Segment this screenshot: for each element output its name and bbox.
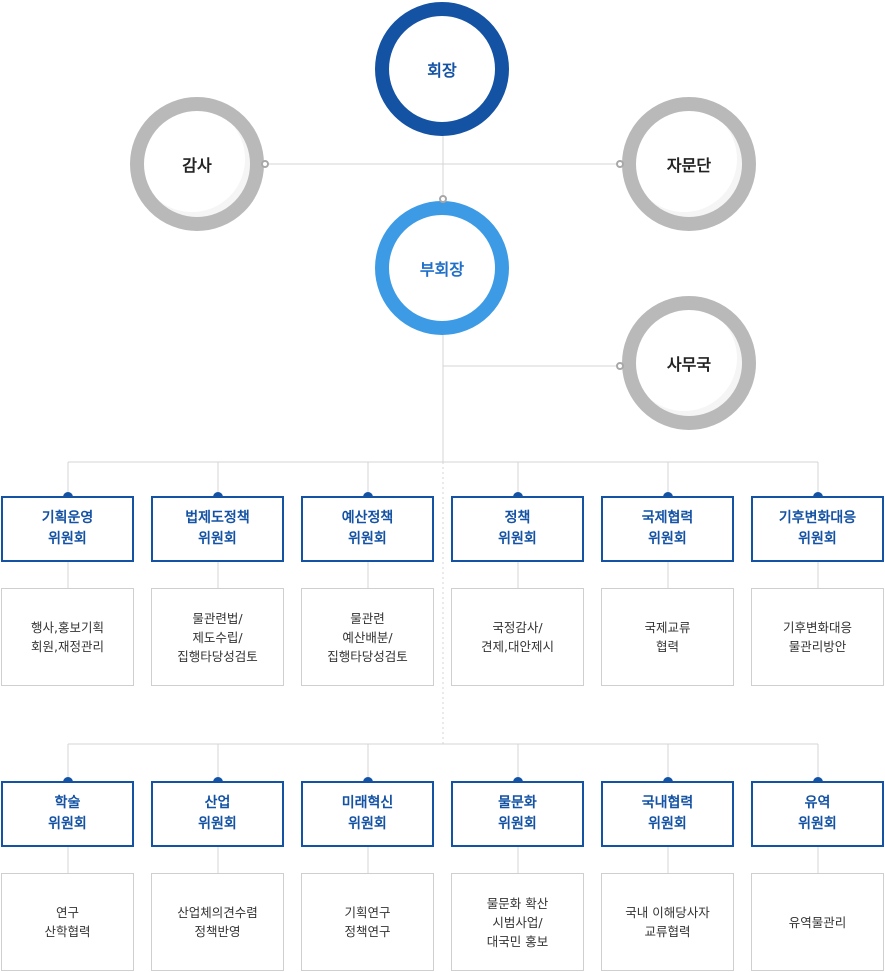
connector-dot	[439, 195, 447, 203]
description-line: 연구	[55, 905, 79, 920]
description-line: 협력	[655, 639, 679, 654]
committee-name-line: 국제협력	[641, 510, 694, 526]
connector-dot	[616, 362, 624, 370]
description-line: 예산배분/	[342, 629, 393, 645]
description-line: 산업체의견수렴	[177, 905, 258, 920]
auditor-circle: 감사	[130, 97, 264, 231]
committee-name-line: 학술	[54, 795, 81, 811]
committee-climate: 기후변화대응 위원회	[751, 496, 884, 562]
committee-name-line: 기획운영	[41, 510, 94, 526]
committee-name-line: 유역	[804, 795, 831, 811]
advisory-label: 자문단	[666, 156, 712, 175]
committee-name-line: 미래혁신	[341, 795, 394, 811]
committee-name-line: 산업	[204, 795, 231, 811]
description-line: 정책반영	[194, 924, 241, 939]
committee-description: 산업체의견수렴 정책반영	[151, 873, 284, 971]
vice-chairman-label: 부회장	[419, 260, 465, 279]
committee-name-line: 법제도정책	[185, 510, 250, 526]
description-line: 회원,재정관리	[31, 639, 104, 654]
committee-name-line: 위원회	[198, 816, 237, 832]
committee-name-line: 국내협력	[641, 795, 694, 811]
committee-name-line: 위원회	[348, 531, 387, 547]
committee-description: 물관련법/ 제도수립/ 집행타당성검토	[151, 588, 284, 686]
description-line: 제도수립/	[192, 629, 243, 645]
committee-description: 유역물관리	[751, 873, 884, 971]
committee-name-line: 물문화	[498, 795, 537, 811]
committee-description: 행사,홍보기획 회원,재정관리	[1, 588, 134, 686]
connector-dot	[616, 160, 624, 168]
committee-name-line: 위원회	[48, 531, 87, 547]
committee-name-line: 기후변화대응	[778, 510, 857, 526]
chairman-label: 회장	[427, 61, 457, 80]
committee-future-innovation: 미래혁신 위원회	[301, 781, 434, 847]
committee-name-line: 위원회	[798, 531, 837, 547]
description-line: 시범사업/	[492, 914, 543, 930]
committee-international: 국제협력 위원회	[601, 496, 734, 562]
description-line: 물관리방안	[788, 639, 847, 654]
connector-dot	[261, 160, 269, 168]
description-line: 물관련	[350, 610, 385, 626]
description-line: 정책연구	[344, 924, 391, 939]
committee-name-line: 위원회	[198, 531, 237, 547]
committee-name-line: 예산정책	[341, 510, 394, 526]
committee-description: 국정감사/ 견제,대안제시	[451, 588, 584, 686]
secretariat-label: 사무국	[666, 355, 712, 374]
committee-name-line: 위원회	[648, 531, 687, 547]
description-line: 물관련법/	[192, 610, 243, 626]
chairman-circle: 회장	[375, 2, 509, 136]
description-line: 국내 이해당사자	[625, 905, 710, 920]
committee-industry: 산업 위원회	[151, 781, 284, 847]
committee-description: 국제교류 협력	[601, 588, 734, 686]
committee-description: 물관련 예산배분/ 집행타당성검토	[301, 588, 434, 686]
description-line: 교류협력	[644, 924, 691, 939]
committee-basin: 유역 위원회	[751, 781, 884, 847]
committee-domestic: 국내협력 위원회	[601, 781, 734, 847]
secretariat-circle: 사무국	[622, 296, 756, 430]
committee-description: 기획연구 정책연구	[301, 873, 434, 971]
committee-policy: 정책 위원회	[451, 496, 584, 562]
committee-name-line: 위원회	[498, 531, 537, 547]
committee-name-line: 위원회	[498, 816, 537, 832]
description-line: 산학협력	[44, 924, 91, 939]
vice-chairman-circle: 부회장	[375, 201, 509, 335]
committee-legal-policy: 법제도정책 위원회	[151, 496, 284, 562]
committee-name-line: 위원회	[348, 816, 387, 832]
description-line: 유역물관리	[788, 914, 847, 930]
description-line: 기후변화대응	[782, 620, 852, 635]
description-line: 견제,대안제시	[481, 639, 554, 654]
description-line: 집행타당성검토	[327, 648, 408, 664]
committee-description: 연구 산학협력	[1, 873, 134, 971]
description-line: 대국민 홍보	[486, 933, 549, 949]
committee-water-culture: 물문화 위원회	[451, 781, 584, 847]
committee-budget-policy: 예산정책 위원회	[301, 496, 434, 562]
committee-academic: 학술 위원회	[1, 781, 134, 847]
committee-description: 물문화 확산 시범사업/ 대국민 홍보	[451, 873, 584, 971]
description-line: 집행타당성검토	[177, 648, 258, 664]
description-line: 물문화 확산	[486, 895, 549, 911]
description-line: 행사,홍보기획	[31, 620, 104, 635]
description-line: 국제교류	[644, 620, 691, 635]
committee-planning-operations: 기획운영 위원회	[1, 496, 134, 562]
committee-name-line: 정책	[504, 510, 531, 526]
committee-description: 국내 이해당사자 교류협력	[601, 873, 734, 971]
committee-name-line: 위원회	[48, 816, 87, 832]
description-line: 국정감사/	[492, 620, 543, 635]
committee-name-line: 위원회	[798, 816, 837, 832]
auditor-label: 감사	[182, 156, 212, 175]
committee-name-line: 위원회	[648, 816, 687, 832]
description-line: 기획연구	[344, 905, 391, 920]
advisory-circle: 자문단	[622, 97, 756, 231]
committee-description: 기후변화대응 물관리방안	[751, 588, 884, 686]
